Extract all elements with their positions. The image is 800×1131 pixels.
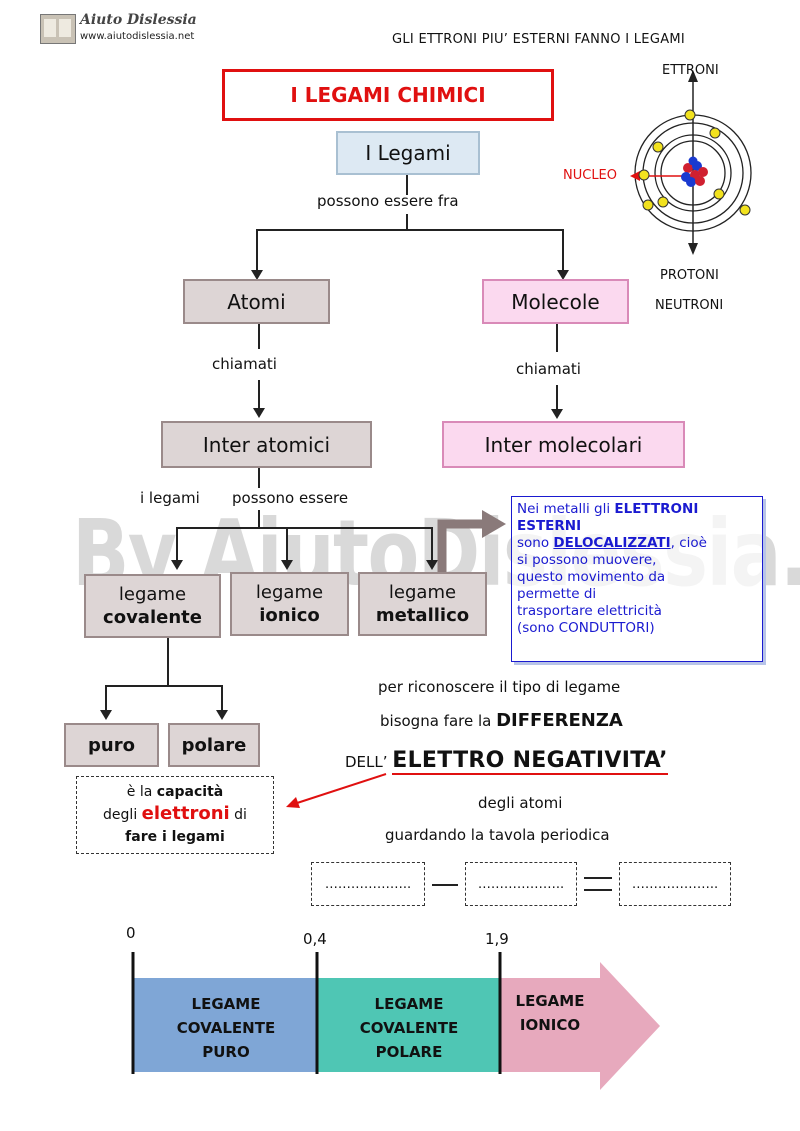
recognize-line3a: DELL’ — [345, 753, 393, 771]
formula-minus — [430, 862, 460, 906]
pointer-arrow-icon — [437, 510, 506, 572]
atom-diagram — [630, 70, 752, 255]
protons-label: PROTONI — [660, 268, 719, 283]
note-line6: trasportare elettricità — [517, 603, 662, 619]
legami-possono-2: possono essere — [232, 489, 349, 507]
recognize-line3b: ELETTRO NEGATIVITA’ — [392, 748, 668, 775]
seg2-line2: COVALENTE — [359, 1019, 459, 1037]
seg1-line1: LEGAME — [191, 995, 261, 1013]
note-line4: questo movimento da — [517, 569, 666, 585]
segment-covalente-puro: LEGAME COVALENTE PURO — [134, 983, 318, 1073]
definition-box: è la capacità degli elettroni di fare i … — [76, 776, 274, 854]
electrons-label: ETTRONI — [662, 63, 719, 78]
seg3-line1: LEGAME — [515, 992, 585, 1010]
logo: Aiuto Dislessia www.aiutodislessia.net — [40, 12, 200, 48]
book-icon — [40, 14, 76, 44]
covalente-label: covalente — [103, 607, 202, 628]
inter-atomici-label: Inter atomici — [202, 432, 331, 457]
electron-dots — [638, 109, 751, 216]
recognize-line2: bisogna fare la DIFFERENZA — [380, 710, 623, 731]
legame-metallico-node: legame metallico — [358, 572, 487, 636]
molecole-label: Molecole — [511, 289, 600, 314]
possono-essere-fra: possono essere fra — [317, 192, 459, 210]
legami-possono-1: i legami — [140, 489, 200, 507]
inter-molecolari-node: Inter molecolari — [442, 421, 685, 468]
atomi-label: Atomi — [227, 289, 286, 314]
tick-1: 0,4 — [303, 930, 327, 948]
def-c: degli — [103, 807, 142, 823]
metallico-label: metallico — [375, 605, 470, 626]
molecole-node: Molecole — [482, 279, 629, 324]
formula-blank-2: ……………….. — [465, 862, 577, 906]
main-title: I LEGAMI CHIMICI — [222, 69, 554, 121]
def-a: è la — [126, 784, 157, 800]
inter-molecolari-label: Inter molecolari — [484, 432, 643, 457]
root-node: I Legami — [336, 131, 480, 175]
formula-equals — [582, 862, 614, 906]
puro-label: puro — [88, 734, 135, 756]
tick-2: 1,9 — [485, 930, 509, 948]
nucleus-icon — [681, 156, 708, 187]
recognize-line2a: bisogna fare la — [380, 712, 497, 730]
note-line5: permette di — [517, 586, 597, 602]
legame-word-2: legame — [255, 581, 324, 603]
recognize-line4: degli atomi — [478, 794, 563, 812]
metal-note: Nei metalli gli ELETTRONI ESTERNI sono D… — [511, 496, 763, 662]
header-title: GLI ETTRONI PIU’ ESTERNI FANNO I LEGAMI — [392, 32, 686, 47]
recognize-line3: DELL’ ELETTRO NEGATIVITA’ — [345, 748, 668, 775]
note-line2b: DELOCALIZZATI — [553, 535, 671, 551]
inter-atomici-node: Inter atomici — [161, 421, 372, 468]
note-line1b: ELETTRONI ESTERNI — [517, 501, 699, 534]
atomi-node: Atomi — [183, 279, 330, 324]
note-line2a: sono — [517, 535, 554, 551]
def-e: di — [229, 807, 247, 823]
legame-word-3: legame — [388, 581, 457, 603]
recognize-line2b: DIFFERENZA — [496, 710, 623, 731]
tick-0: 0 — [126, 924, 136, 942]
scale-arrow — [131, 952, 660, 1090]
segment-ionico: LEGAME IONICO — [500, 983, 600, 1043]
recognize-line1: per riconoscere il tipo di legame — [378, 678, 621, 696]
def-d: elettroni — [141, 803, 230, 824]
root-label: I Legami — [365, 141, 451, 165]
legame-ionico-node: legame ionico — [230, 572, 349, 636]
note-line3: si possono muovere, — [517, 552, 657, 568]
recognize-line5: guardando la tavola periodica — [385, 826, 610, 844]
legame-covalente-node: legame covalente — [84, 574, 221, 638]
puro-node: puro — [64, 723, 159, 767]
seg2-line1: LEGAME — [374, 995, 444, 1013]
note-line2c: , cioè — [670, 535, 707, 551]
note-line1a: Nei metalli gli — [517, 501, 615, 517]
formula-blank-3: ……………….. — [619, 862, 731, 906]
seg2-line3: POLARE — [375, 1043, 443, 1061]
formula-blank-1: ……………….. — [311, 862, 425, 906]
note-line7: (sono CONDUTTORI) — [517, 620, 655, 636]
seg1-line2: COVALENTE — [176, 1019, 276, 1037]
main-title-text: I LEGAMI CHIMICI — [290, 83, 486, 107]
def-b: capacità — [156, 784, 224, 800]
segment-covalente-polare: LEGAME COVALENTE POLARE — [318, 983, 500, 1073]
logo-name: Aiuto Dislessia — [80, 12, 197, 28]
nucleus-label: NUCLEO — [563, 168, 618, 183]
chiamati-right: chiamati — [516, 360, 581, 378]
red-arrow-icon — [286, 773, 387, 808]
logo-url: www.aiutodislessia.net — [80, 31, 195, 42]
polare-node: polare — [168, 723, 260, 767]
chiamati-left: chiamati — [212, 355, 277, 373]
ionico-label: ionico — [259, 605, 320, 626]
seg3-line2: IONICO — [519, 1016, 581, 1034]
seg1-line3: PURO — [202, 1043, 250, 1061]
polare-label: polare — [181, 734, 247, 756]
legame-word-1: legame — [118, 583, 187, 605]
neutrons-label: NEUTRONI — [655, 298, 724, 313]
def-f: fare i legami — [125, 829, 225, 845]
